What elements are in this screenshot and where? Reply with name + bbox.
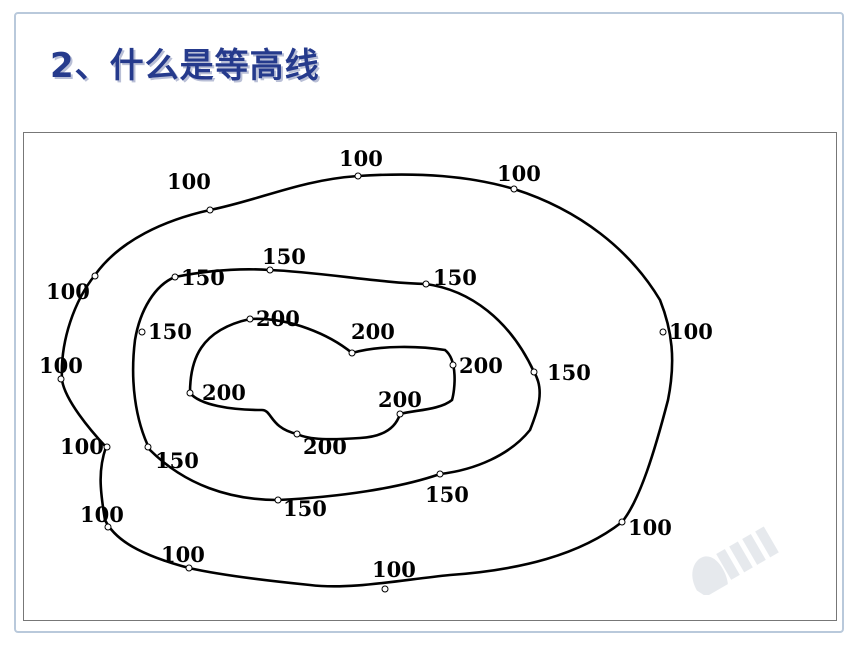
contour-label-200: 200: [351, 319, 395, 344]
marker: [381, 585, 389, 593]
marker: [274, 496, 282, 504]
marker: [659, 328, 667, 336]
marker: [246, 315, 254, 323]
contour-label-150: 150: [155, 448, 199, 473]
slide-title: 2、什么是等高线: [50, 46, 320, 86]
contour-label-100: 100: [60, 434, 104, 459]
contour-label-100: 100: [669, 319, 713, 344]
labels-150: 150 150 150 150 150 150 150 150: [148, 244, 591, 521]
contour-label-100: 100: [628, 515, 672, 540]
contour-label-200: 200: [303, 434, 347, 459]
contour-label-100: 100: [39, 353, 83, 378]
marker: [436, 470, 444, 478]
marker: [185, 564, 193, 572]
marker: [103, 443, 111, 451]
marker: [396, 410, 404, 418]
marker: [449, 361, 457, 369]
contour-label-200: 200: [459, 353, 503, 378]
marker: [618, 518, 626, 526]
contour-label-100: 100: [497, 161, 541, 186]
watermark-logo-icon: [692, 526, 779, 595]
marker: [266, 266, 274, 274]
contour-label-100: 100: [339, 146, 383, 171]
contour-label-150: 150: [433, 265, 477, 290]
labels-100: 100 100 100 100 100 100 100 100 100 100 …: [39, 146, 713, 582]
marker: [57, 375, 65, 383]
contour-label-150: 150: [425, 482, 469, 507]
contour-label-150: 150: [262, 244, 306, 269]
marker: [354, 172, 362, 180]
marker: [206, 206, 214, 214]
marker: [138, 328, 146, 336]
contour-label-150: 150: [181, 265, 225, 290]
contour-label-150: 150: [547, 360, 591, 385]
marker: [91, 272, 99, 280]
marker: [530, 368, 538, 376]
contour-line-200: [188, 317, 456, 441]
contour-label-200: 200: [378, 387, 422, 412]
marker: [171, 273, 179, 281]
marker: [293, 430, 301, 438]
contour-label-100: 100: [161, 542, 205, 567]
labels-200: 200 200 200 200 200 200: [202, 306, 503, 459]
contour-label-150: 150: [148, 319, 192, 344]
contour-diagram-box: [23, 132, 837, 621]
marker: [422, 280, 430, 288]
contour-markers: [57, 172, 667, 593]
marker: [144, 443, 152, 451]
contour-line-150: [131, 267, 541, 502]
marker: [104, 523, 112, 531]
marker: [186, 389, 194, 397]
marker: [510, 185, 518, 193]
contour-label-200: 200: [202, 380, 246, 405]
contour-label-200: 200: [256, 306, 300, 331]
contour-label-100: 100: [46, 279, 90, 304]
contour-label-100: 100: [372, 557, 416, 582]
marker: [348, 349, 356, 357]
contour-label-100: 100: [167, 169, 211, 194]
contour-label-150: 150: [283, 496, 327, 521]
contour-label-100: 100: [80, 502, 124, 527]
